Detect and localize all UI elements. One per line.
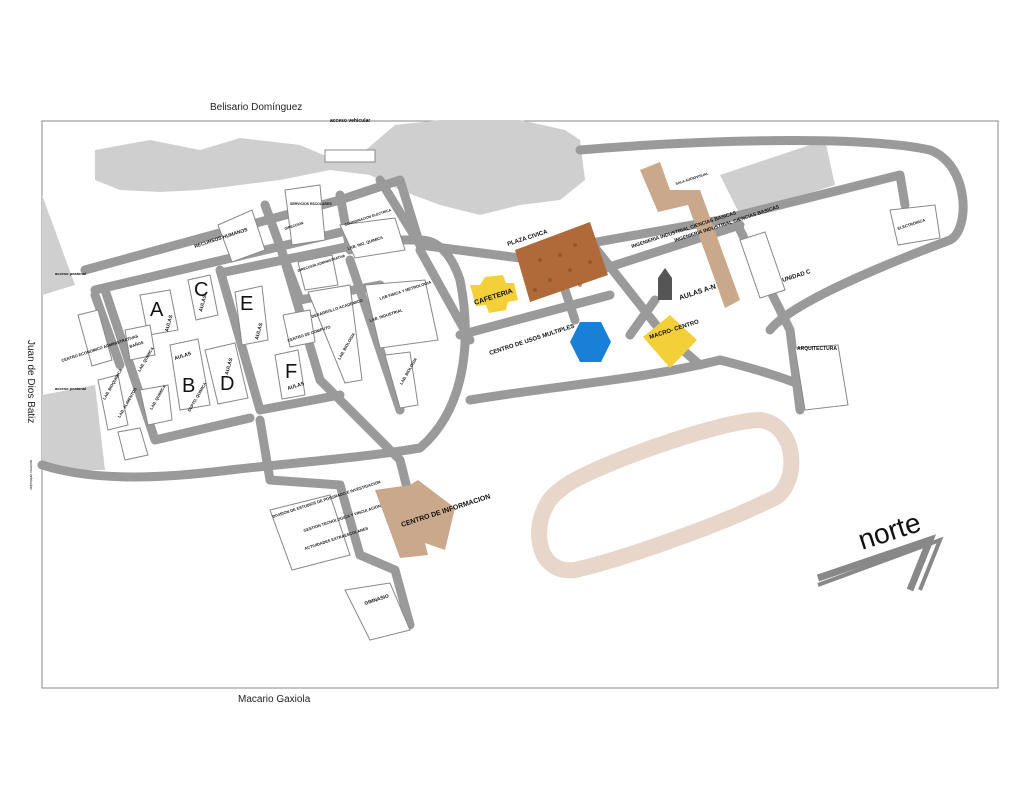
building-lab-biologia[interactable] (384, 351, 419, 409)
running-track (531, 411, 800, 579)
building-desarrollo[interactable] (307, 284, 363, 384)
street-north: Belisario Domínguez (210, 102, 302, 113)
letter-a: A (150, 299, 164, 321)
building-letters: A C E B D F (150, 279, 297, 397)
building-direc-admin[interactable] (297, 254, 339, 291)
monument-icon (658, 268, 672, 300)
label-sala-audiovisual: SALA AUDIOVISUAL (675, 171, 710, 186)
letter-b: B (182, 375, 195, 397)
building-lab-bioquimica[interactable] (97, 374, 129, 431)
building-centro-computo[interactable] (282, 309, 316, 348)
grey-areas (42, 120, 835, 470)
centro-usos-multiples[interactable]: CENTRO DE USOS MULTIPLES (489, 322, 611, 362)
label-aulas-e: AULAS (254, 322, 264, 341)
building-c[interactable] (187, 274, 219, 321)
building-banos[interactable] (124, 324, 156, 361)
plaza-civica[interactable]: PLAZA CIVICA (507, 222, 608, 302)
building-unidad-c[interactable] (739, 231, 786, 299)
label-aulas-an: AULAS A-N (678, 283, 717, 301)
letter-e: E (240, 293, 253, 315)
label-unidad-c: UNIDAD C (782, 269, 812, 284)
building-f[interactable] (274, 349, 306, 400)
building-lab-ing-quimica[interactable] (339, 217, 406, 259)
label-aulas-d: AULAS (224, 357, 234, 376)
centro-informacion[interactable]: CENTRO DE INFORMACION (375, 480, 491, 558)
gate-north[interactable] (324, 149, 376, 163)
label-direccion: DIRECCION (284, 221, 304, 231)
label-aulas-b: AULAS (174, 351, 193, 362)
building-admin[interactable] (77, 309, 113, 367)
label-aulas-a: AULAS (164, 314, 174, 333)
label-acceso-vehicular-north: acceso vehicular (330, 118, 370, 124)
label-aulas-c: AULAS (198, 294, 208, 313)
building-b[interactable] (169, 338, 211, 411)
letter-c: C (194, 279, 208, 301)
building-a[interactable] (139, 289, 179, 336)
building-division[interactable] (269, 494, 351, 571)
label-aulas-f: AULAS (287, 381, 306, 392)
label-servicios: SERVICIOS ESCOLARES (290, 202, 332, 206)
building-lab-quimica-b[interactable] (139, 384, 173, 426)
building-d[interactable] (204, 342, 249, 405)
building-arquitectura[interactable] (794, 344, 849, 411)
label-acceso-peatonal-west: acceso peatonal (55, 271, 86, 276)
label-acceso-peatonal-southwest: acceso peatonal (55, 386, 86, 391)
label-banos: BAÑOS (129, 340, 145, 349)
building-electronica[interactable] (889, 204, 941, 246)
street-south: Macario Gaxiola (238, 694, 311, 705)
cafeteria[interactable]: CAFETERIA (470, 275, 518, 313)
building-lab-fisica[interactable] (364, 279, 439, 349)
letter-f: F (285, 361, 297, 383)
building-direccion[interactable] (284, 184, 326, 246)
north-arrow[interactable]: norte (816, 506, 944, 592)
label-arquitectura: ARQUITECTURA (797, 346, 837, 352)
building-recursos-humanos[interactable] (217, 209, 266, 263)
label-acceso-vehicular-west: acceso vehicular (29, 460, 34, 490)
building-gimnasio[interactable] (344, 582, 411, 641)
building-small-sw[interactable] (117, 427, 149, 461)
letter-d: D (220, 373, 234, 395)
street-west: Juan de Dios Batiz (25, 340, 36, 423)
ingenieria-tan[interactable] (640, 162, 740, 308)
buildings (77, 149, 941, 641)
macro-centro[interactable]: MACRO- CENTRO (643, 315, 700, 368)
building-e[interactable] (234, 285, 269, 346)
centro-usos-label: CENTRO DE USOS MULTIPLES (489, 324, 576, 357)
